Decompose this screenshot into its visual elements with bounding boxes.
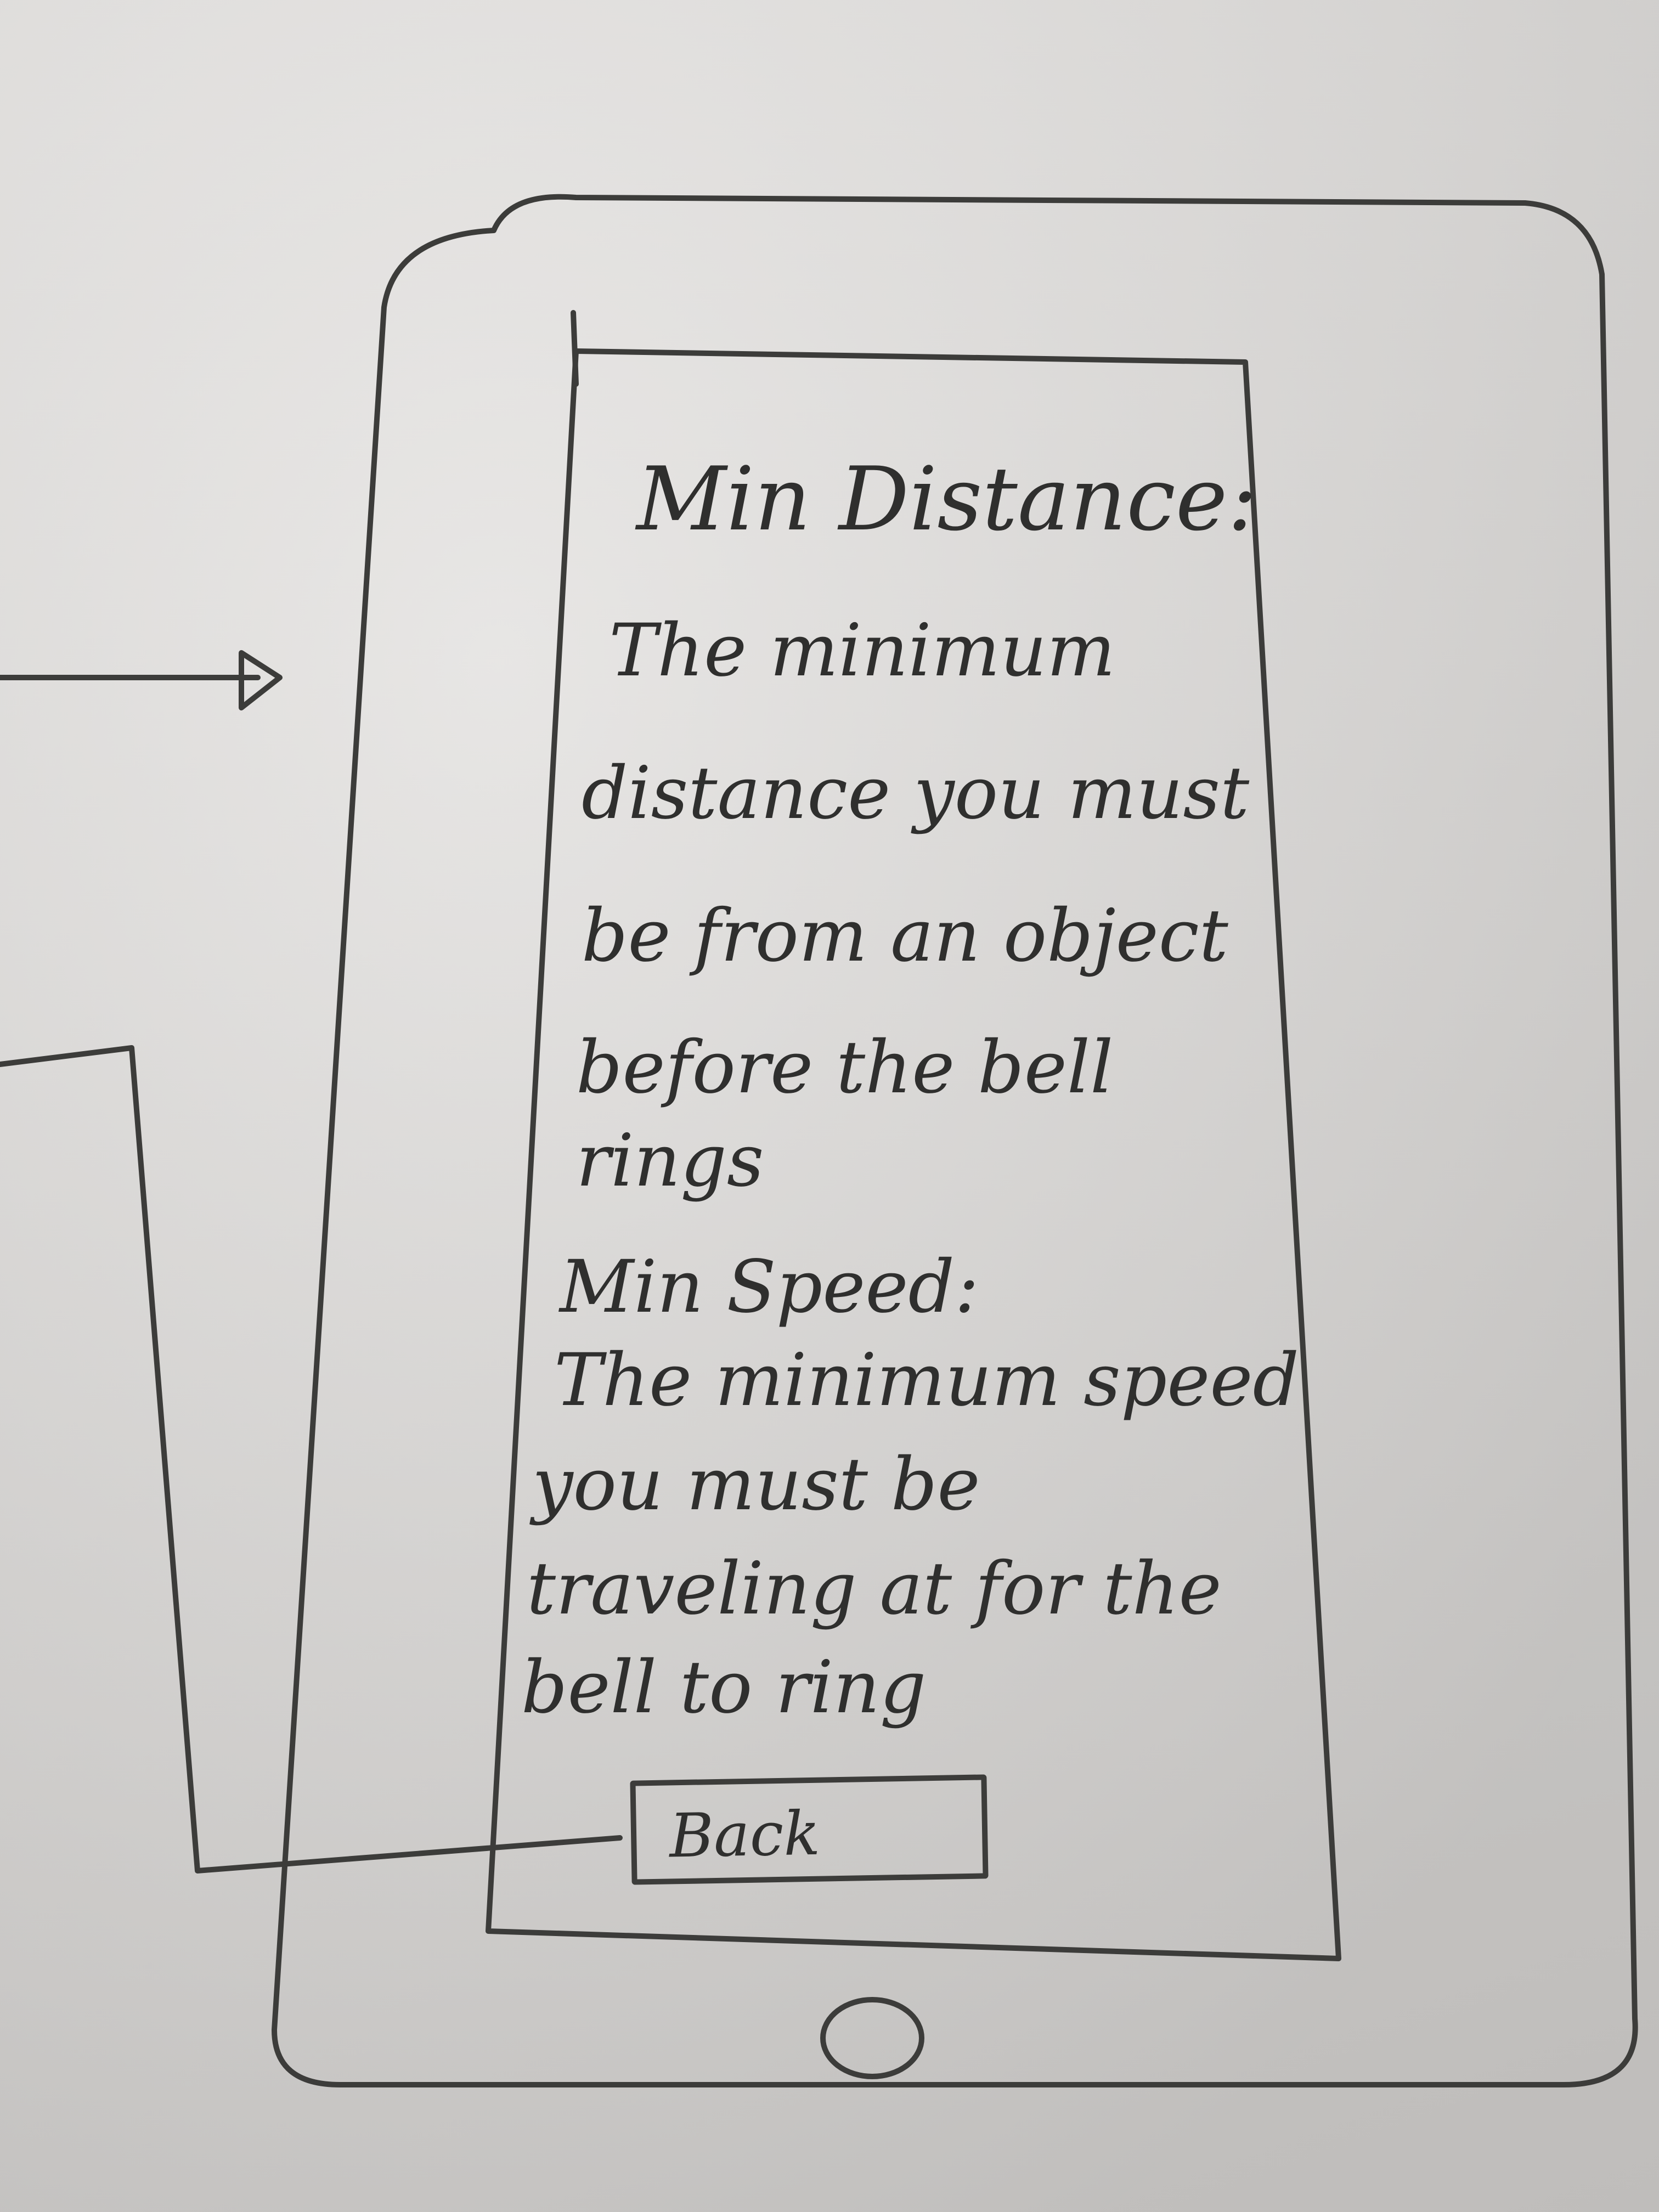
min-speed-desc-line: The minimum speed xyxy=(554,1338,1300,1423)
min-speed-heading: Min Speed: xyxy=(560,1245,979,1329)
min-distance-desc-line: The minimum xyxy=(609,608,1116,693)
min-speed-desc-line: you must be xyxy=(532,1442,980,1527)
min-distance-heading: Min Distance: xyxy=(636,448,1257,550)
min-distance-desc-line: be from an object xyxy=(582,894,1228,978)
device-screen xyxy=(486,348,1341,1961)
back-button-label: Back xyxy=(669,1798,821,1871)
device-frame xyxy=(272,194,1638,2087)
arrow-right-icon xyxy=(0,650,283,710)
min-speed-desc-line: bell to ring xyxy=(521,1645,927,1730)
home-button-icon[interactable] xyxy=(820,1997,924,2079)
min-distance-desc-line: before the bell xyxy=(576,1025,1114,1110)
min-speed-desc-line: traveling at for the xyxy=(527,1547,1222,1631)
min-distance-desc-line: rings xyxy=(576,1119,764,1203)
screen-edge-mark xyxy=(571,310,579,387)
min-distance-desc-line: distance you must xyxy=(582,751,1250,836)
back-connector-line xyxy=(0,1045,623,1874)
back-button[interactable]: Back xyxy=(630,1774,989,1885)
